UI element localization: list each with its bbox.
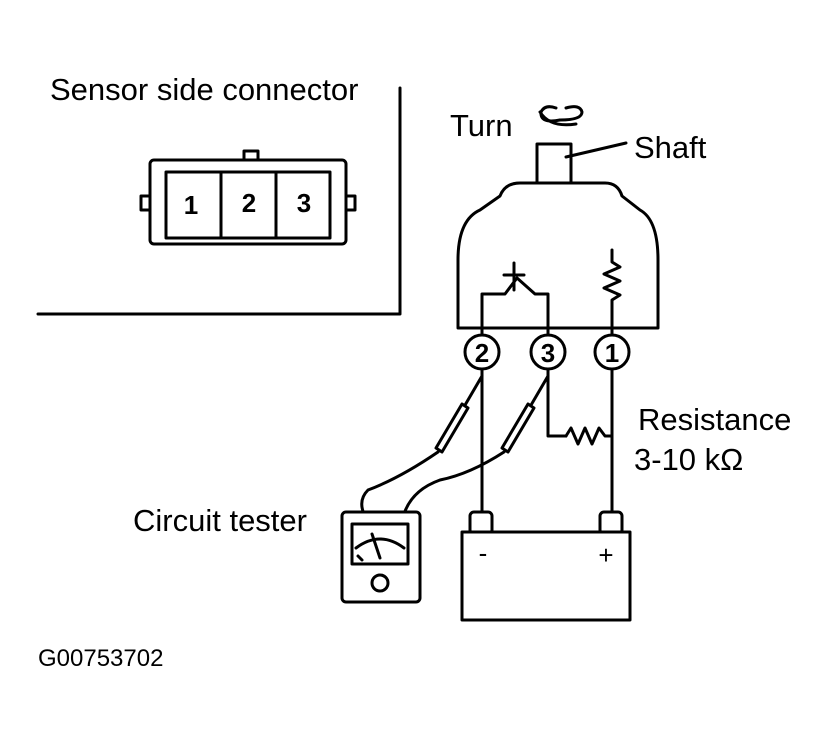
connector-pin-1: 1 xyxy=(184,190,198,220)
terminal-1-label: 1 xyxy=(605,338,619,368)
connector-pin-2: 2 xyxy=(242,188,256,218)
terminal-2: 2 xyxy=(463,333,501,371)
battery-negative-label: - xyxy=(479,538,488,568)
turn-label: Turn xyxy=(450,108,513,143)
shaft: Shaft xyxy=(535,130,707,185)
resistance-label: Resistance xyxy=(638,402,791,437)
shaft-label: Shaft xyxy=(634,130,707,165)
circuit-tester-label: Circuit tester xyxy=(133,503,307,538)
tester-probe-black xyxy=(360,374,484,516)
connector-drawing: 1 2 3 xyxy=(139,149,357,246)
connector-pin-3: 3 xyxy=(297,188,311,218)
figure-id: G00753702 xyxy=(38,645,163,672)
battery-positive-label: + xyxy=(598,540,613,570)
wiring xyxy=(480,367,614,514)
connector-title: Sensor side connector xyxy=(50,72,358,107)
terminal-3: 3 xyxy=(529,333,567,371)
connector-inset: Sensor side connector 1 2 3 xyxy=(36,72,402,316)
terminal-2-label: 2 xyxy=(475,338,489,368)
sensor-body xyxy=(456,181,660,330)
terminal-1: 1 xyxy=(593,333,631,371)
turn-arrow-icon: Turn xyxy=(450,105,584,143)
internal-resistor-icon xyxy=(602,248,622,337)
internal-switch-icon xyxy=(480,261,550,337)
tester-probe-red xyxy=(402,374,550,516)
terminal-3-label: 3 xyxy=(541,338,555,368)
resistance-value: 3-10 kΩ xyxy=(634,442,743,477)
circuit-tester-icon: Circuit tester xyxy=(133,503,422,604)
battery-icon: - + xyxy=(460,510,632,622)
